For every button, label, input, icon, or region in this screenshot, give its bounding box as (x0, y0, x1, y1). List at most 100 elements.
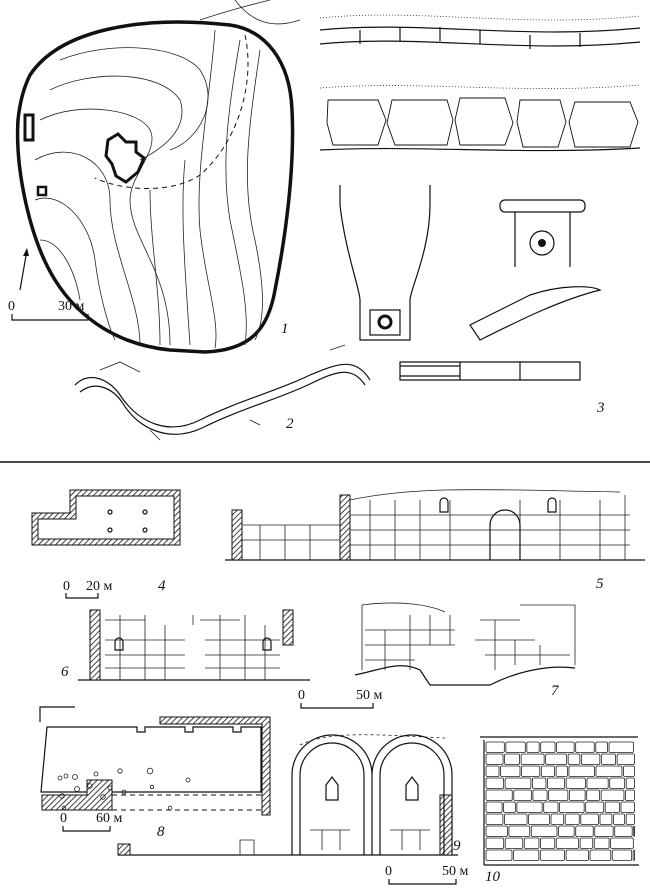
masonry-stone (625, 777, 635, 789)
masonry-stone (595, 765, 623, 777)
masonry-stone (485, 813, 504, 825)
masonry-stone (508, 825, 531, 837)
fig8-label: 8 (157, 824, 165, 840)
fig4-scale-value: 20 м (86, 579, 113, 594)
masonry-stone (485, 837, 505, 849)
masonry-stone (593, 837, 610, 849)
fig10-scale-zero: 0 (385, 864, 392, 879)
fig7-scale-value: 50 м (356, 688, 383, 703)
masonry-stone (565, 849, 589, 861)
masonry-stone (579, 837, 594, 849)
masonry-stone (575, 741, 595, 753)
masonry-stone (558, 825, 575, 837)
masonry-stone (528, 813, 550, 825)
wall-trace (74, 344, 371, 441)
wall-elevation-ruin-b (354, 602, 576, 686)
fig1-label: 1 (281, 321, 289, 337)
fig8-scale-value: 60 м (96, 811, 123, 826)
masonry-stone (505, 741, 526, 753)
fig6-label: 6 (61, 664, 69, 680)
masonry-stone (500, 765, 521, 777)
fig8-scale-zero: 0 (60, 811, 67, 826)
fig7-scale-bar (300, 703, 374, 709)
fig4-scale-zero: 0 (63, 579, 70, 594)
masonry-stone (485, 801, 503, 813)
masonry-stone (530, 825, 558, 837)
fig5-label: 5 (596, 576, 604, 592)
masonry-stone (620, 801, 635, 813)
masonry-stone (504, 837, 524, 849)
fig7-scale-zero: 0 (298, 688, 305, 703)
fig9-label: 9 (453, 838, 461, 854)
masonry-stone (610, 837, 634, 849)
fig1-scale-value: 30 м (58, 299, 85, 314)
masonry-stone (555, 765, 568, 777)
fig10-scale-value: 50 м (442, 864, 469, 879)
masonry-stone (547, 777, 566, 789)
masonry-stone (540, 837, 556, 849)
building-plan-small (31, 489, 181, 546)
masonry-stone (608, 741, 634, 753)
masonry-stone (600, 789, 625, 801)
masonry-stone (567, 753, 581, 765)
masonry-stone (485, 741, 505, 753)
wall-elevation-ruin-a (78, 609, 310, 681)
masonry-stone (550, 813, 565, 825)
masonry-stone (604, 801, 620, 813)
fig4-label: 4 (158, 578, 166, 594)
masonry-stone (613, 813, 626, 825)
masonry-stone (565, 777, 586, 789)
masonry-stone (625, 813, 635, 825)
masonry-stone (526, 741, 540, 753)
masonry-wall-section (480, 736, 639, 866)
masonry-stone (600, 753, 617, 765)
masonry-stone (485, 789, 513, 801)
masonry-stone (575, 825, 594, 837)
masonry-stone (545, 753, 568, 765)
masonry-stone (580, 753, 601, 765)
masonry-stone (616, 753, 635, 765)
masonry-stone (632, 849, 635, 861)
fig2-label: 2 (286, 416, 294, 432)
fig10-label: 10 (485, 869, 501, 885)
fig10-scale-bar (388, 879, 457, 885)
masonry-stone (540, 741, 556, 753)
masonry-stone (633, 825, 635, 837)
north-arrow-icon (19, 249, 28, 291)
masonry-stone (564, 813, 580, 825)
masonry-stone (539, 849, 565, 861)
water-pipe-details (319, 14, 641, 381)
masonry-stone (532, 789, 548, 801)
masonry-stone (543, 801, 559, 813)
masonry-stone (586, 777, 609, 789)
masonry-stone (504, 813, 528, 825)
masonry-stone (485, 765, 500, 777)
masonry-stone (556, 741, 575, 753)
fig4-scale-bar (65, 593, 99, 599)
fig8-scale-bar (62, 826, 111, 832)
masonry-stone (540, 765, 556, 777)
masonry-stone (585, 801, 605, 813)
masonry-stone (485, 753, 504, 765)
masonry-stone (611, 849, 633, 861)
masonry-stone (580, 813, 599, 825)
masonry-stone (531, 777, 547, 789)
fig7-label: 7 (551, 683, 560, 699)
masonry-stone (568, 765, 595, 777)
masonry-stone (594, 825, 614, 837)
masonry-stone (513, 789, 532, 801)
masonry-stone (503, 801, 516, 813)
fortress-contour-plan (15, 0, 301, 354)
fig1-scale-bar (11, 314, 89, 321)
masonry-stone (516, 801, 543, 813)
masonry-stone (548, 789, 569, 801)
masonry-stone (485, 825, 508, 837)
masonry-stone (513, 849, 540, 861)
masonry-stone (589, 849, 612, 861)
masonry-stone (523, 837, 540, 849)
masonry-stone (521, 765, 541, 777)
masonry-stone (504, 753, 521, 765)
masonry-stone (504, 777, 532, 789)
fig3-label: 3 (596, 400, 605, 416)
